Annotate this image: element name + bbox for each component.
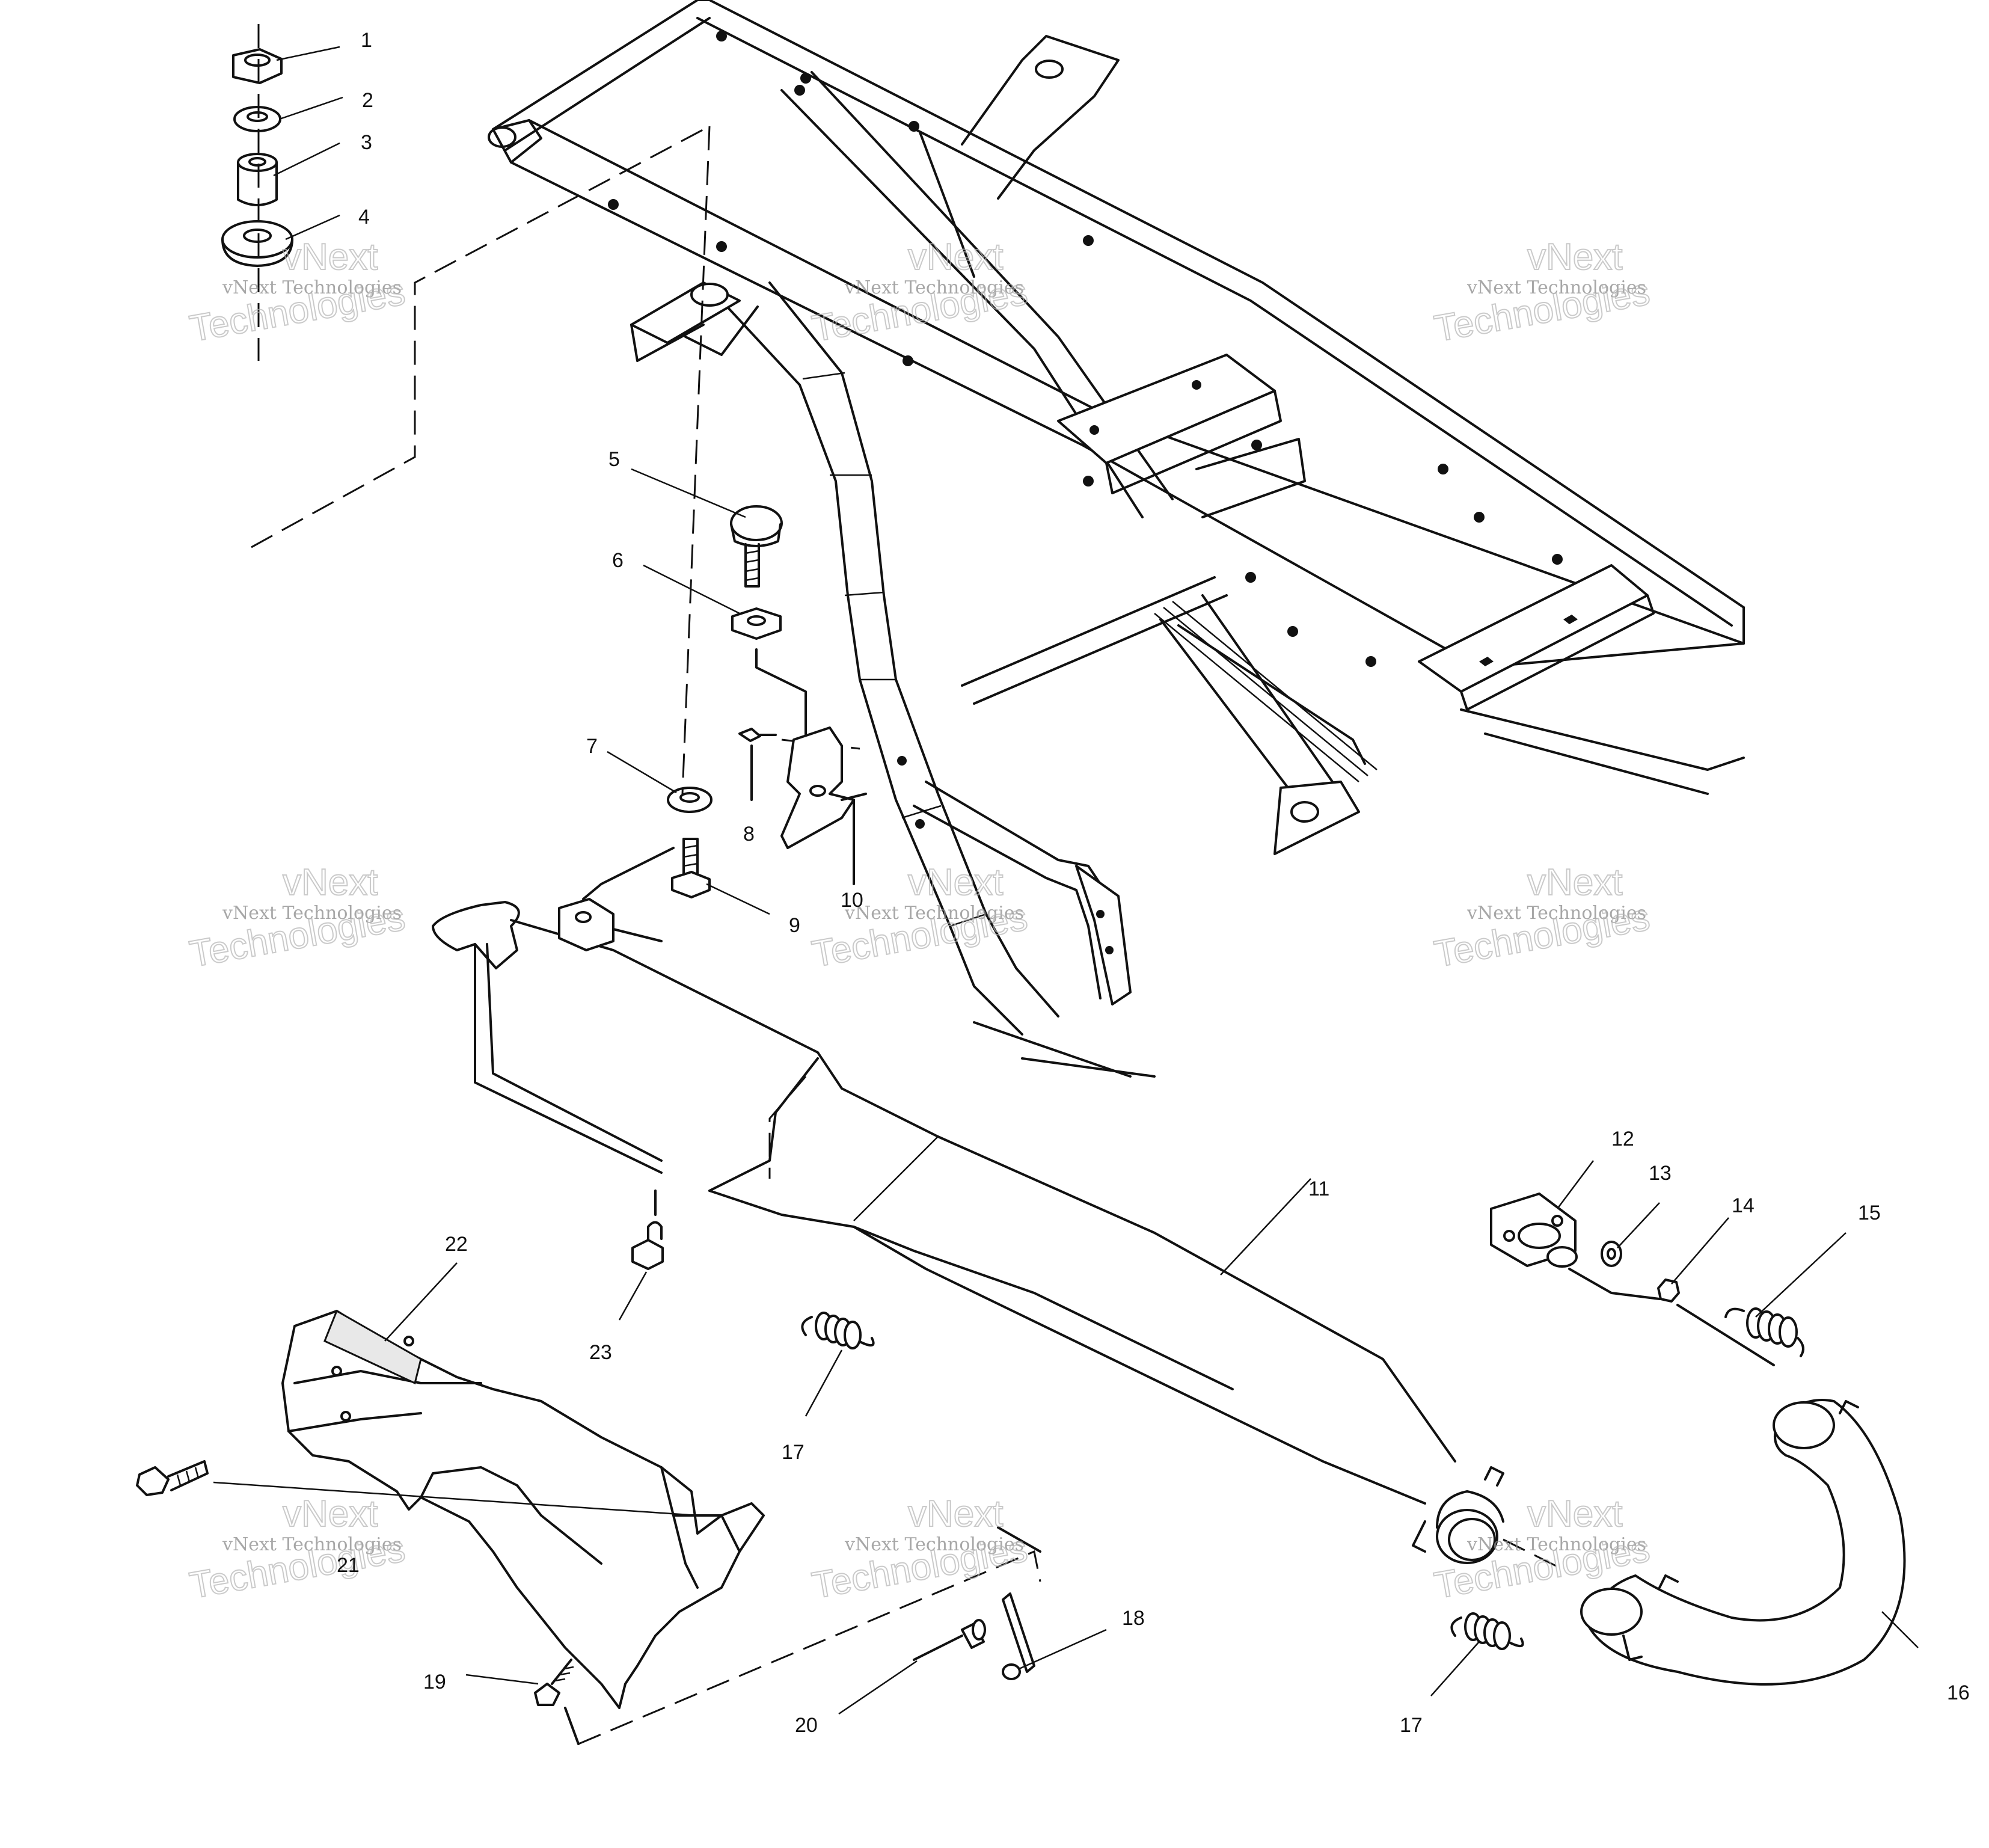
label-part-8: 8 [743,823,755,846]
watermark-top-center: vNext vNext Technologies Technologies [808,236,1031,351]
label-part-13: 13 [1649,1162,1672,1185]
spacer-part [237,161,278,206]
label-part-1: 1 [361,29,372,52]
mount-hardware-stack [221,24,710,548]
label-part-3: 3 [361,131,372,154]
label-part-23: 23 [589,1341,612,1364]
svg-text:vNext Technologies: vNext Technologies [844,277,1024,298]
spring-part [801,1312,875,1349]
screw-part [534,1683,560,1706]
watermark-mid-right: vNext vNext Technologies Technologies [1430,861,1653,976]
label-part-15: 15 [1858,1202,1881,1224]
heat-shield-hardware [136,1190,1041,1745]
part-number-labels: 1 2 3 4 5 6 7 8 9 10 11 12 13 14 15 16 1… [337,29,1970,1737]
label-part-22: 22 [445,1233,468,1256]
svg-text:vNext Technologies: vNext Technologies [844,903,1024,924]
watermark-top-left: vNext vNext Technologies Technologies [186,236,408,351]
watermark-bottom-right: vNext vNext Technologies Technologies [1430,1493,1653,1607]
label-part-21: 21 [337,1554,360,1577]
watermark-mid-left: vNext vNext Technologies Technologies [186,861,408,976]
cotter-pin-part [1002,1592,1035,1673]
label-part-7: 7 [586,735,598,758]
label-part-11: 11 [1308,1177,1329,1200]
leader-lines [213,46,1919,1715]
svg-text:vNext Technologies: vNext Technologies [1466,903,1646,924]
label-part-5: 5 [608,448,620,471]
label-part-19: 19 [423,1671,446,1693]
bolt-part [136,1466,170,1496]
spring-part [1724,1307,1804,1357]
svg-text:vNext: vNext [283,236,378,278]
bracket-hardware [667,126,867,898]
head-pipe-part [1503,1399,1906,1686]
label-part-2: 2 [362,89,373,112]
svg-text:vNext: vNext [908,1493,1003,1535]
label-part-18: 18 [1122,1607,1145,1630]
heat-shield-part [281,1310,765,1709]
svg-text:vNext: vNext [1527,862,1622,903]
screw-part [738,728,761,742]
svg-text:vNext: vNext [1527,236,1622,278]
label-part-16: 16 [1947,1681,1970,1704]
label-part-10: 10 [841,889,863,912]
svg-text:vNext: vNext [283,862,378,903]
svg-text:vNext Technologies: vNext Technologies [1466,1534,1646,1555]
nut-part [631,1239,664,1270]
svg-text:vNext Technologies: vNext Technologies [222,277,402,298]
label-part-9: 9 [789,914,800,937]
watermark-bottom-left: vNext vNext Technologies Technologies [186,1493,408,1607]
label-part-6: 6 [612,549,624,572]
flange-hardware [1490,1193,1804,1366]
spring-part-2 [1450,1612,1524,1650]
frame-rivets [608,31,1563,667]
bolt-part [671,871,711,898]
watermark-top-right: vNext vNext Technologies Technologies [1430,236,1653,351]
svg-text:vNext: vNext [1527,1493,1622,1535]
svg-text:vNext: vNext [283,1493,378,1535]
svg-text:vNext Technologies: vNext Technologies [222,903,402,924]
nut-part [1657,1279,1680,1303]
bumper-part [730,505,783,541]
svg-text:vNext Technologies: vNext Technologies [844,1534,1024,1555]
muffler-part [432,847,1504,1564]
label-part-17b: 17 [1400,1714,1423,1737]
label-part-4: 4 [358,206,370,229]
label-part-17a: 17 [782,1441,804,1464]
vehicle-frame [488,0,1745,1078]
svg-text:vNext Technologies: vNext Technologies [1466,277,1646,298]
svg-text:vNext Technologies: vNext Technologies [222,1534,402,1555]
label-part-12: 12 [1611,1128,1634,1150]
svg-text:vNext: vNext [908,862,1003,903]
label-part-20: 20 [795,1714,818,1737]
watermark-bottom-center: vNext vNext Technologies Technologies [808,1493,1031,1607]
label-part-14: 14 [1732,1194,1755,1217]
watermark-mid-center: vNext vNext Technologies Technologies [808,861,1031,976]
svg-text:vNext: vNext [908,236,1003,278]
